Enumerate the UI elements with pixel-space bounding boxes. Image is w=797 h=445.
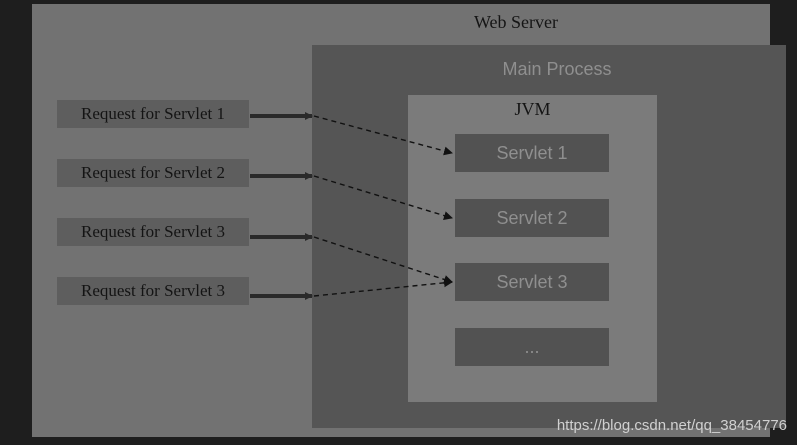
web-server-box: Web Server Main Process JVM Servlet 1 Se… [32, 4, 786, 437]
jvm-box: JVM Servlet 1 Servlet 2 Servlet 3 ... [408, 95, 657, 402]
main-process-box: Main Process JVM Servlet 1 Servlet 2 Ser… [312, 45, 786, 428]
request-servlet-1: Request for Servlet 1 [57, 100, 249, 128]
servlet-more-box: ... [455, 328, 609, 366]
servlet-3-box: Servlet 3 [455, 263, 609, 301]
dashed-arrow-2 [313, 175, 453, 220]
request-servlet-2: Request for Servlet 2 [57, 159, 249, 187]
watermark-url: https://blog.csdn.net/qq_38454776 [556, 417, 787, 434]
main-process-title: Main Process [502, 59, 612, 79]
request-servlet-3: Request for Servlet 3 [57, 218, 249, 246]
web-server-title: Web Server [474, 12, 559, 32]
dashed-arrow-1 [313, 115, 453, 156]
request-servlet-3-second: Request for Servlet 3 [57, 277, 249, 305]
jvm-title: JVM [514, 99, 551, 119]
servlet-2-box: Servlet 2 [455, 199, 609, 237]
dashed-arrow-3 [313, 236, 453, 284]
dashed-arrow-4 [313, 278, 453, 297]
servlet-1-box: Servlet 1 [455, 134, 609, 172]
